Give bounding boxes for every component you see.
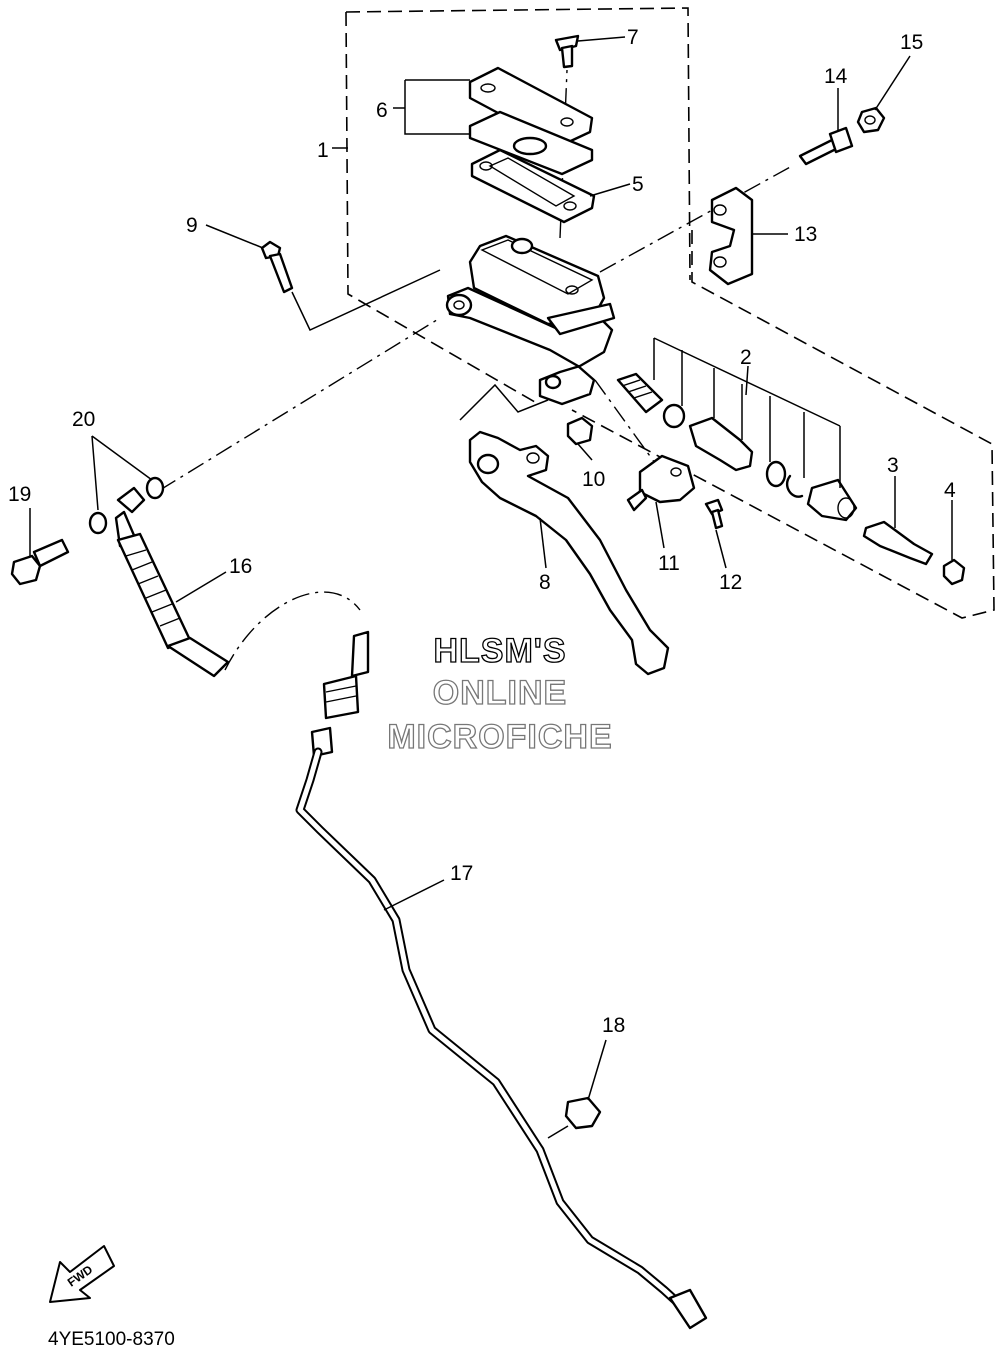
part-9-bolt	[260, 240, 441, 331]
assembly-1-boundary	[345, 7, 691, 406]
axis-reservoir-to-screw	[559, 69, 568, 239]
callout-5: 5	[632, 173, 644, 196]
callout-12: 12	[719, 571, 742, 594]
assembly-2-boundary	[571, 230, 995, 619]
part-11-switch	[626, 454, 696, 512]
callout-11: 11	[658, 552, 680, 575]
part-3-push-rod	[862, 520, 934, 566]
callout-15: 15	[900, 31, 923, 54]
part-1-master-cylinder-body	[445, 234, 616, 406]
fwd-arrow: FWD	[49, 1245, 115, 1303]
part-20-gaskets	[88, 476, 165, 535]
callout-9: 9	[186, 214, 198, 237]
watermark-line-1: HLSM'S	[433, 632, 566, 670]
part-15-nut	[856, 106, 886, 134]
callout-3: 3	[887, 454, 899, 477]
callout-1: 1	[317, 139, 329, 162]
watermark: HLSM'S ONLINE MICROFICHE	[387, 631, 613, 756]
axis-clamp	[599, 165, 793, 273]
diagram-code: 4YE5100-8370	[48, 1329, 175, 1350]
callout-labels: 1 2 3 4 5 6 7 8 9 10 11 12 13 14 15 16 1…	[8, 26, 956, 1037]
callout-20: 20	[72, 408, 95, 431]
part-17-clutch-pipe	[295, 747, 708, 1330]
callout-7: 7	[627, 26, 639, 49]
leader-lines	[29, 36, 953, 1139]
part-18-clip	[564, 1096, 602, 1130]
part-5-gasket-plate	[470, 148, 596, 224]
part-8-lever	[459, 383, 670, 676]
part-2-piston-kit	[616, 372, 858, 522]
axis-banjo	[159, 317, 441, 491]
callout-2: 2	[740, 346, 752, 369]
part-19-union-bolt	[10, 538, 70, 586]
callout-17: 17	[450, 862, 473, 885]
callout-13: 13	[794, 223, 817, 246]
callout-18: 18	[602, 1014, 625, 1037]
callout-10: 10	[582, 468, 605, 491]
part-6-reservoir-cap	[468, 66, 594, 176]
hose-fitting-joint	[310, 630, 370, 758]
part-7-screw	[554, 34, 580, 69]
part-16-upper-hose	[114, 486, 230, 678]
axis-hose-link	[224, 591, 361, 671]
watermark-line-2: ONLINE	[433, 674, 567, 712]
axis-switch	[594, 379, 661, 471]
callout-16: 16	[229, 555, 252, 578]
callout-19: 19	[8, 483, 31, 506]
part-13-clamp	[708, 186, 754, 286]
part-4-boot	[942, 558, 966, 586]
watermark-line-3: MICROFICHE	[387, 718, 612, 756]
callout-8: 8	[539, 571, 551, 594]
callout-4: 4	[944, 479, 956, 502]
callout-6: 6	[376, 99, 388, 122]
part-12-screw	[704, 498, 724, 530]
part-10-nut	[566, 416, 594, 446]
part-14-bolt	[798, 126, 854, 166]
callout-14: 14	[824, 65, 848, 88]
